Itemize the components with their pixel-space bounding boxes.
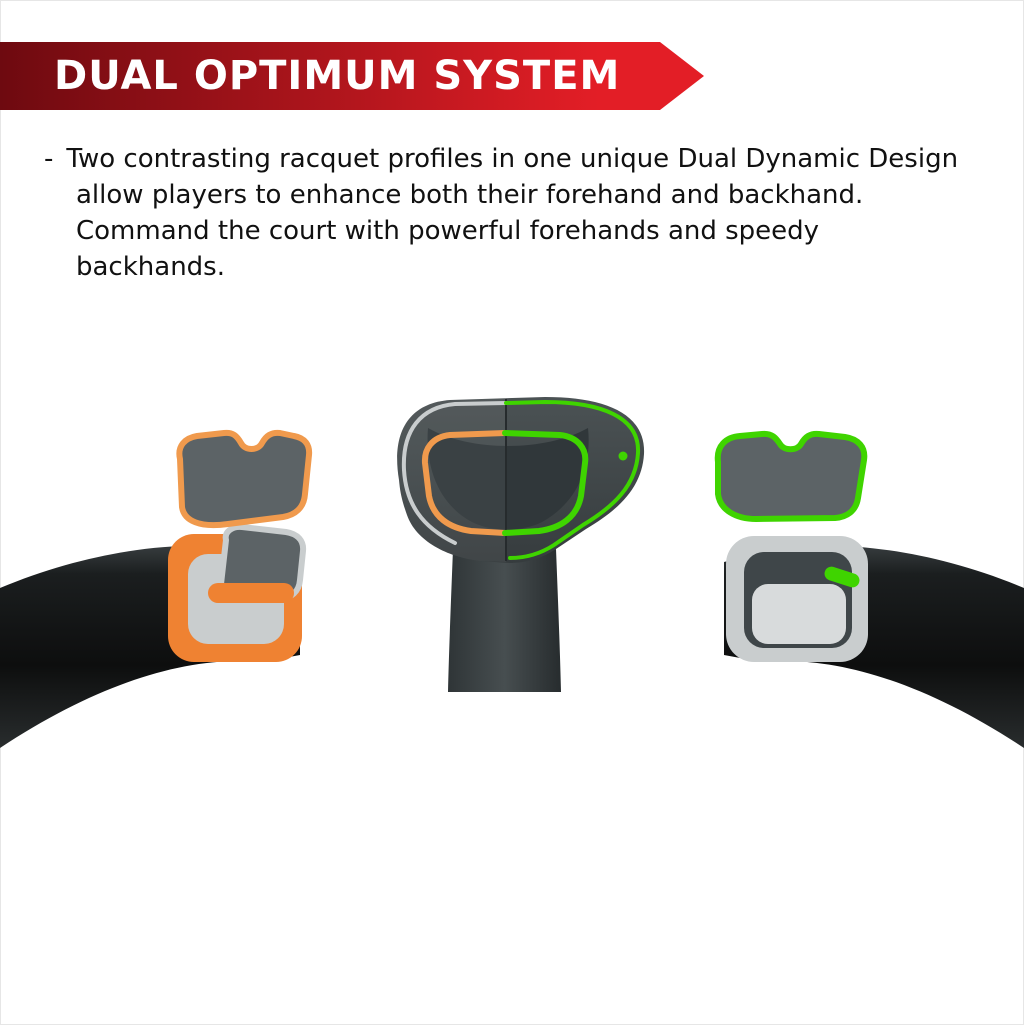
left-profile-outline-orange xyxy=(176,429,313,528)
description: -Two contrasting racquet profiles in one… xyxy=(44,141,960,285)
center-left-half-highlight xyxy=(397,398,506,562)
description-text: Two contrasting racquet profiles in one … xyxy=(66,144,959,282)
center-inner-bowl xyxy=(427,428,589,530)
center-right-outer-outline-green xyxy=(504,399,641,560)
right-cross-section-inner-bowl xyxy=(752,584,846,644)
right-cross-section-green-bar xyxy=(824,566,860,588)
right-frame-cross-section xyxy=(726,536,868,662)
center-inner-contour-green xyxy=(502,430,589,536)
left-frame-cross-section xyxy=(168,523,307,662)
left-cross-section-orange-bar xyxy=(208,583,294,603)
center-green-dot xyxy=(618,451,628,461)
center-left-outer-outline-grey xyxy=(401,401,508,545)
center-t-joint xyxy=(397,397,645,692)
bullet-dash: - xyxy=(44,144,54,174)
center-inner-contour-orange xyxy=(421,430,508,536)
page-title: DUAL OPTIMUM SYSTEM xyxy=(54,53,621,99)
center-shaft xyxy=(448,549,561,692)
title-banner: DUAL OPTIMUM SYSTEM xyxy=(0,42,704,110)
right-profile-outline-green xyxy=(714,430,868,522)
